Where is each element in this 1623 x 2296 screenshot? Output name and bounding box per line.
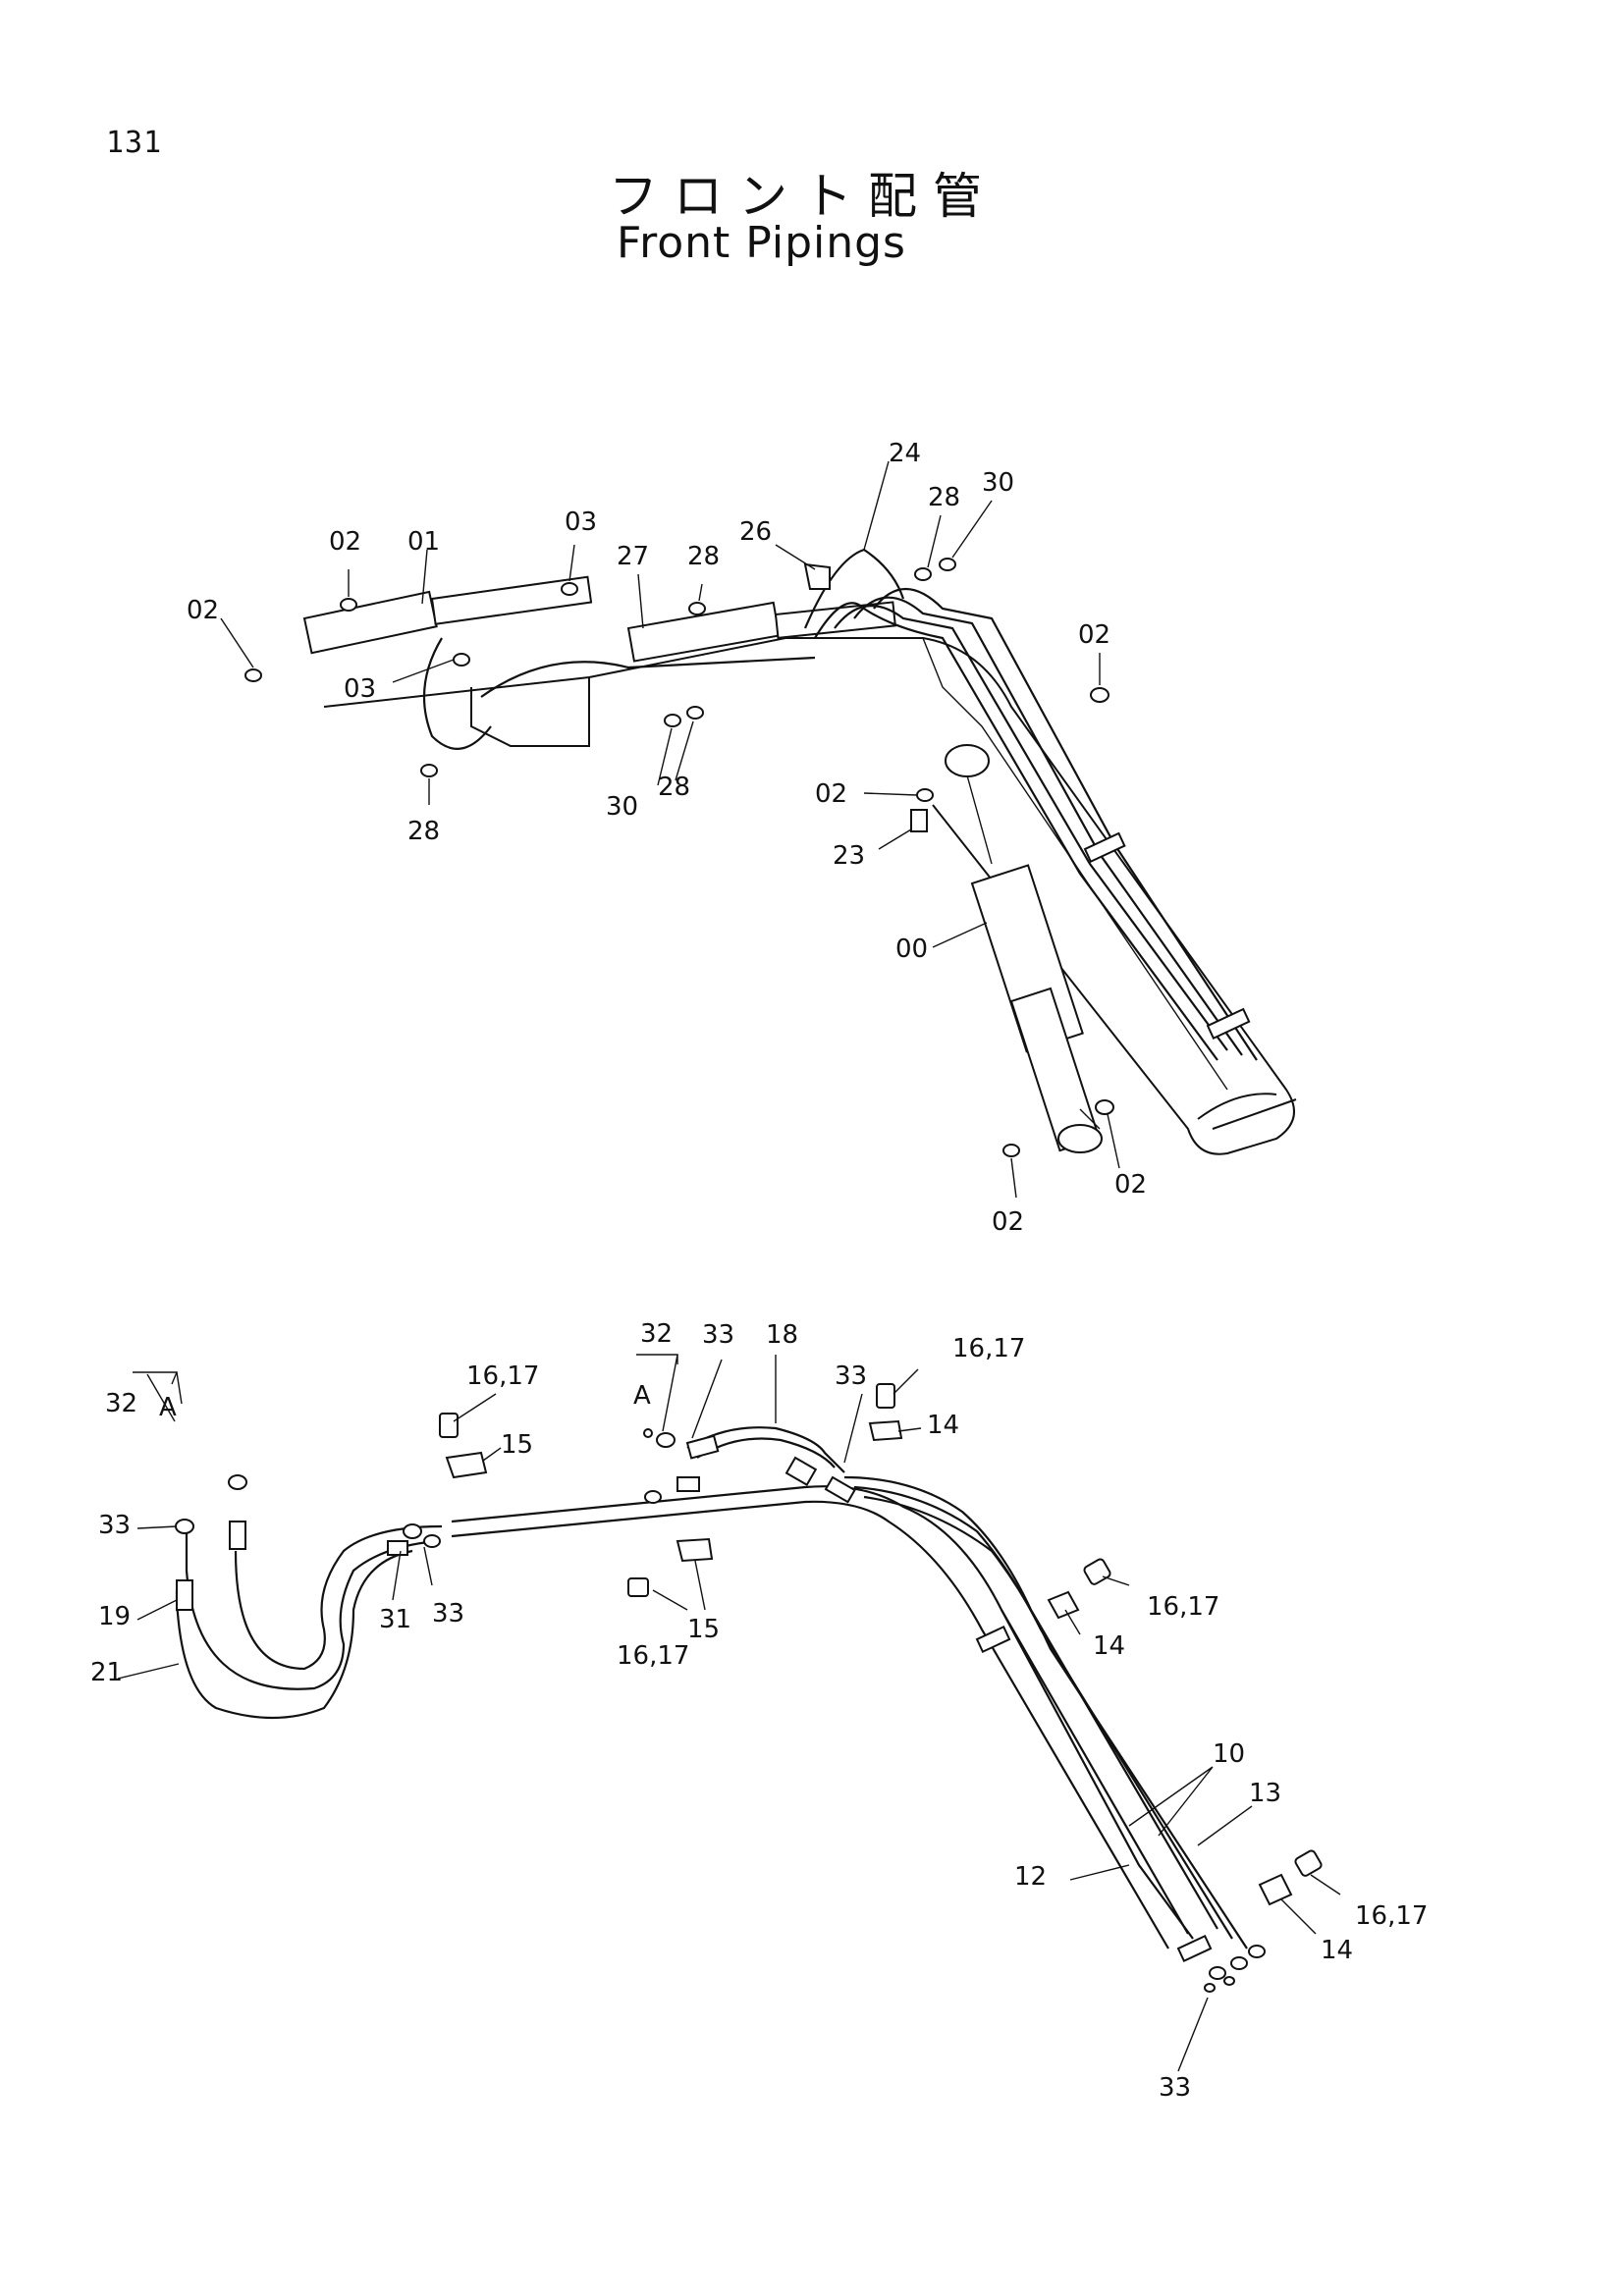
callout-label: 31 [379,1605,411,1634]
callout-label: 02 [992,1207,1024,1237]
callout-label: 14 [1093,1631,1125,1661]
callout-label: 33 [1159,2073,1191,2103]
callout-label: 28 [928,483,960,512]
callout-label: 32 [105,1389,137,1418]
callout-label: 28 [407,817,440,846]
callout-label: 33 [702,1320,734,1350]
callout-label: 16,17 [952,1334,1025,1363]
callout-label: 16,17 [617,1641,689,1671]
callout-label: 03 [344,674,376,704]
callout-label: 33 [432,1599,464,1629]
page-title-japanese: フロント配管 [609,168,998,225]
callout-label: 28 [658,773,690,802]
callout-label: 32 [640,1319,673,1349]
callout-label: 21 [90,1658,123,1687]
callout-label: 02 [1078,620,1110,650]
callout-label: 27 [617,542,649,571]
callout-label: 30 [982,468,1014,498]
callout-label: 33 [98,1511,131,1540]
callout-label: A [633,1381,651,1411]
piping-assembly-drawing: 32 A 33 19 21 16,17 15 31 33 32 A 33 18 … [90,1319,1428,2103]
callout-label: 03 [565,507,597,537]
callout-label: 15 [687,1615,720,1644]
callout-label: 02 [187,596,219,625]
callout-label: 02 [329,527,361,557]
callout-label: 10 [1213,1739,1245,1769]
callout-label: 23 [833,841,865,871]
callout-label: 12 [1014,1862,1047,1892]
callout-label: A [159,1393,177,1422]
callout-label: 14 [1321,1936,1353,1965]
callout-label: 30 [606,792,638,822]
callout-label: 16,17 [466,1362,539,1391]
boom-assembly-drawing: 02 02 01 03 27 28 26 24 28 30 02 03 28 3… [187,439,1297,1237]
callout-label: 15 [501,1430,533,1460]
callout-label: 26 [739,517,772,547]
callout-label: 14 [927,1411,959,1440]
callout-label: 13 [1249,1779,1281,1808]
callout-label: 01 [407,527,440,557]
page-title-english: Front Pipings [617,218,906,268]
callout-label: 02 [1114,1170,1147,1200]
callout-label: 28 [687,542,720,571]
callout-label: 16,17 [1147,1592,1219,1622]
callout-label: 24 [889,439,921,468]
callout-label: 00 [895,934,928,964]
callout-label: 16,17 [1355,1901,1428,1931]
callout-label: 02 [815,779,847,809]
page-number: 131 [106,126,163,160]
callout-label: 18 [766,1320,798,1350]
callout-label: 19 [98,1602,131,1631]
callout-label: 33 [835,1362,867,1391]
